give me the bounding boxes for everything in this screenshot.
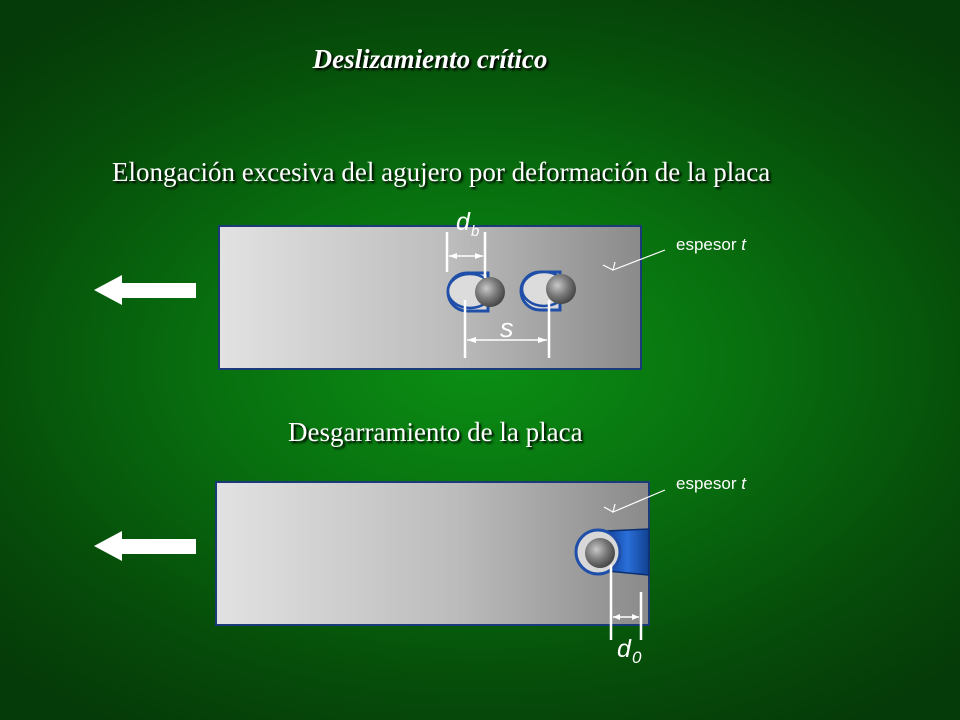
thickness-symbol: t (741, 235, 746, 254)
elongated-hole-1 (446, 271, 505, 313)
dimension-edge-distance: d 0 (609, 565, 643, 667)
load-arrow-top (94, 275, 196, 305)
label-bolt-diameter: d (456, 208, 471, 236)
label-spacing: s (500, 313, 514, 343)
plate-elongation (218, 225, 642, 370)
elongated-hole-2 (519, 270, 576, 312)
hole-tearing (574, 528, 622, 576)
label-edge-distance-sub: 0 (632, 648, 642, 667)
slide-title: Deslizamiento crítico (312, 44, 548, 74)
thickness-label-top: espesor t (676, 235, 746, 255)
bolt-2 (546, 274, 576, 304)
thickness-label-bottom: espesor t (676, 474, 746, 494)
bolt-1 (475, 277, 505, 307)
label-edge-distance: d (617, 635, 632, 663)
bolt-3 (585, 538, 615, 568)
dimension-spacing: s (463, 300, 551, 358)
heading-tearing: Desgarramiento de la placa (288, 417, 583, 447)
dimension-bolt-diameter: d b (445, 208, 487, 278)
heading-elongation: Elongación excesiva del agujero por defo… (112, 157, 771, 187)
load-arrow-bottom (94, 531, 196, 561)
thickness-symbol: t (741, 474, 746, 493)
thickness-leader-bottom (603, 489, 666, 514)
thickness-leader-top (602, 249, 666, 271)
label-bolt-diameter-sub: b (471, 223, 479, 240)
thickness-text: espesor (676, 235, 742, 254)
thickness-text: espesor (676, 474, 742, 493)
